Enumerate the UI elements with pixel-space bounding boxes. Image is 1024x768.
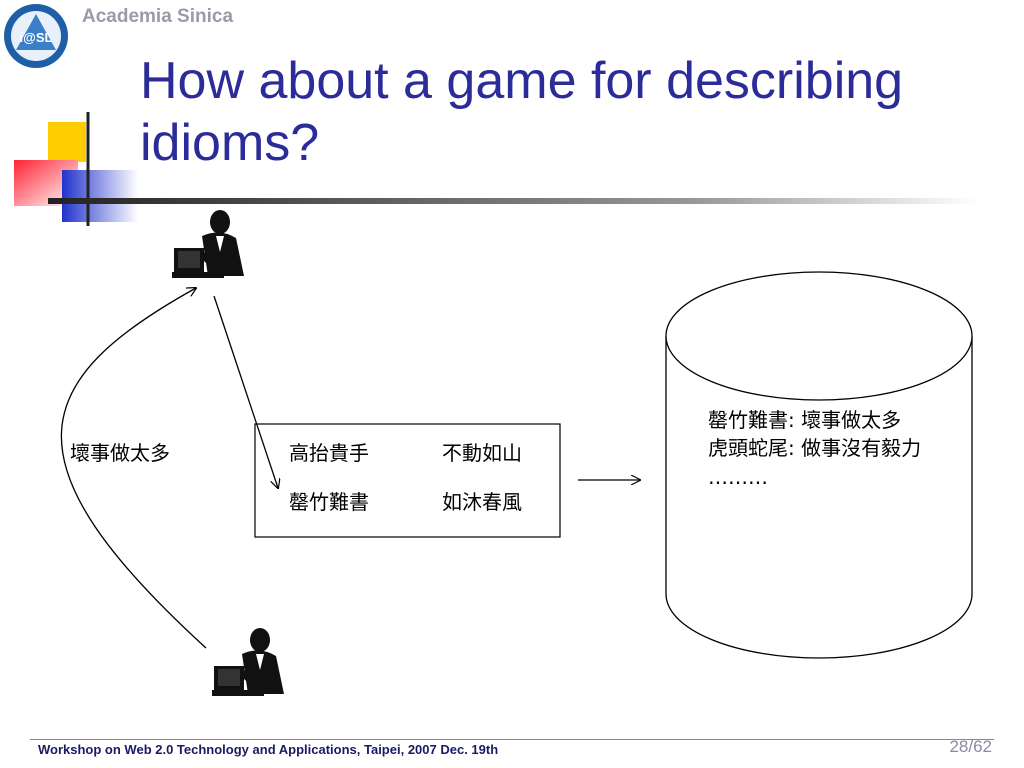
curved-arrow (60, 288, 207, 649)
yellow-square (48, 122, 86, 162)
bottom-user-icon (212, 628, 284, 696)
lab-logo: i@SL (4, 4, 68, 68)
database-entry-ellipsis: ……… (708, 465, 768, 489)
top-user-icon (172, 210, 244, 278)
title-rule (48, 198, 978, 204)
title-decoration (14, 112, 978, 226)
footer-divider (30, 739, 994, 740)
blue-square (62, 170, 138, 222)
org-name: Academia Sinica (82, 6, 234, 27)
idiom-option: 高抬貴手 (289, 441, 369, 465)
database-cylinder (665, 271, 973, 659)
idiom-option: 不動如山 (442, 441, 522, 465)
database-entry: 虎頭蛇尾: 做事沒有毅力 (708, 436, 921, 460)
down-arrow (213, 295, 278, 488)
description-label: 壞事做太多 (70, 441, 170, 465)
logo-text: i@SL (20, 30, 53, 45)
idiom-option: 罄竹難書 (289, 490, 369, 514)
slide-title: How about a game for describing idioms? (140, 52, 904, 172)
idiom-option: 如沐春風 (442, 490, 522, 514)
idiom-choice-box (254, 423, 561, 538)
footer-text: Workshop on Web 2.0 Technology and Appli… (38, 742, 499, 757)
page-number: 28/62 (949, 737, 992, 756)
database-entry: 罄竹難書: 壞事做太多 (708, 408, 901, 432)
